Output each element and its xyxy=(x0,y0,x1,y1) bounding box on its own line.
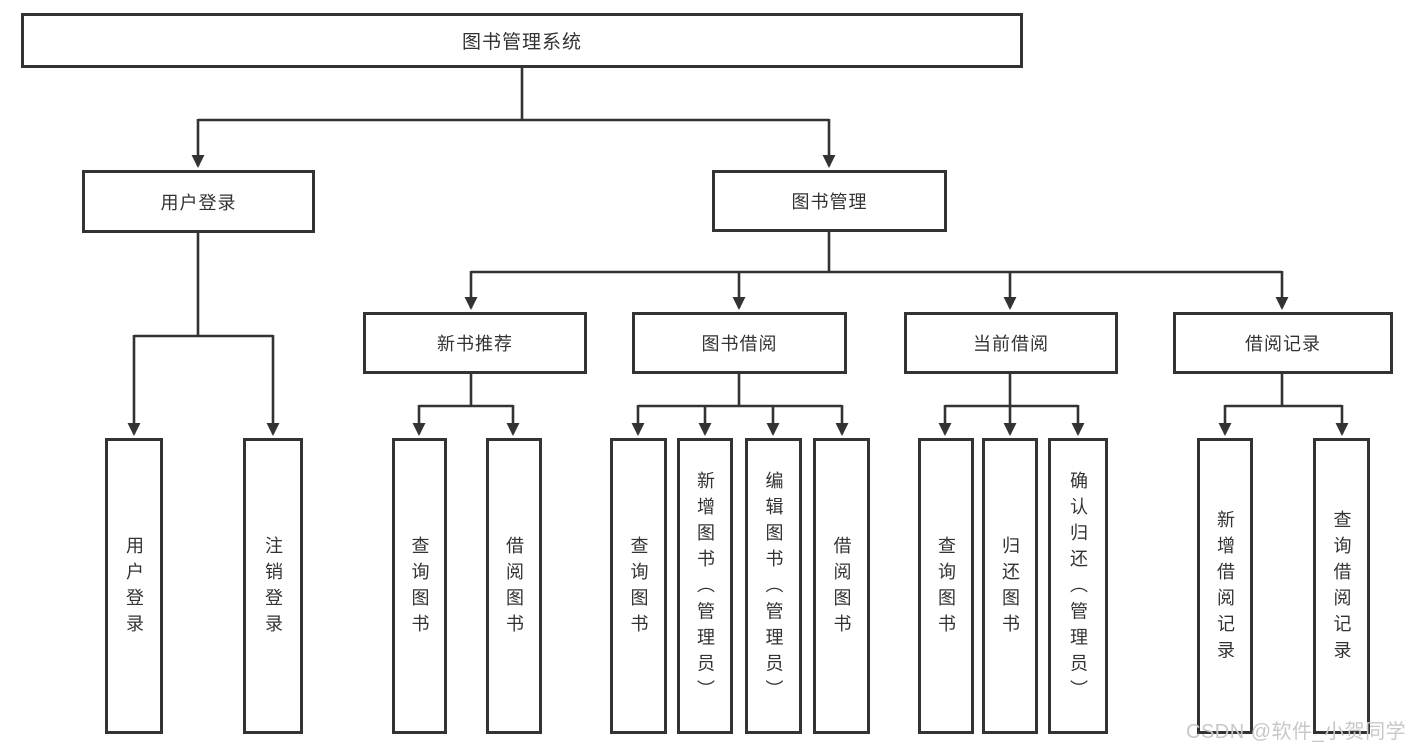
leaf-borrow-books: 借阅图书 xyxy=(486,438,542,734)
node-book-management: 图书管理 xyxy=(712,170,947,232)
node-current-borrowing: 当前借阅 xyxy=(904,312,1118,374)
leaf-user-login: 用户登录 xyxy=(105,438,163,734)
leaf-add-borrow-record: 新增借阅记录 xyxy=(1197,438,1253,734)
leaf-query-books: 查询图书 xyxy=(392,438,447,734)
leaf-logout: 注销登录 xyxy=(243,438,303,734)
csdn-watermark: CSDN @软件_小贺同学 xyxy=(1186,721,1405,743)
node-library-management-system: 图书管理系统 xyxy=(21,13,1023,68)
leaf-query-books: 查询图书 xyxy=(918,438,974,734)
node-user-login: 用户登录 xyxy=(82,170,315,233)
leaf-query-books: 查询图书 xyxy=(610,438,667,734)
leaf-return-books: 归还图书 xyxy=(982,438,1038,734)
node-new-book-recommendation: 新书推荐 xyxy=(363,312,587,374)
leaf-confirm-return-admin: 确认归还（管理员） xyxy=(1048,438,1108,734)
node-borrowing-records: 借阅记录 xyxy=(1173,312,1393,374)
leaf-edit-book-admin: 编辑图书（管理员） xyxy=(745,438,802,734)
leaf-borrow-books: 借阅图书 xyxy=(813,438,870,734)
node-book-borrowing: 图书借阅 xyxy=(632,312,847,374)
leaf-add-book-admin: 新增图书（管理员） xyxy=(677,438,733,734)
leaf-query-borrow-record: 查询借阅记录 xyxy=(1313,438,1370,734)
